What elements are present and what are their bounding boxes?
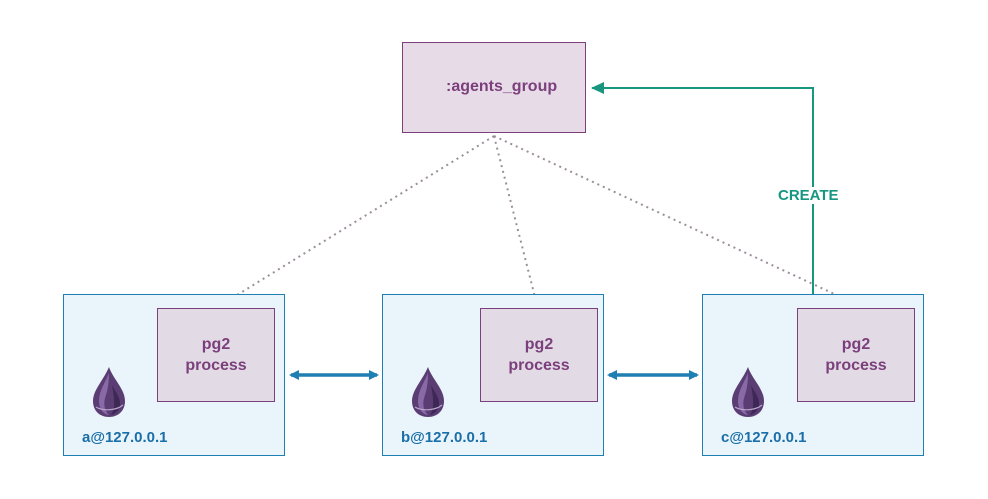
node-label: b@127.0.0.1 — [401, 429, 488, 446]
pg2-process-a[interactable]: pg2 process — [157, 308, 275, 402]
agents-group-box[interactable] — [402, 42, 586, 133]
membership-link-a — [220, 135, 495, 306]
node-label: a@127.0.0.1 — [82, 429, 168, 446]
pg2-process-b[interactable]: pg2 process — [480, 308, 598, 402]
create-arrow — [591, 82, 814, 296]
process-line1: pg2 — [841, 336, 871, 353]
pg2-process-c[interactable]: pg2 process — [797, 308, 915, 402]
elixir-drop-icon — [732, 367, 764, 417]
process-line1: pg2 — [201, 336, 231, 353]
membership-link-c — [493, 135, 859, 306]
membership-link-b — [493, 135, 538, 306]
elixir-drop-icon — [412, 367, 444, 417]
process-line2: process — [185, 357, 247, 374]
node-b[interactable]: pg2 process b@127.0.0.1 — [382, 294, 604, 456]
agents-group-label: :agents_group — [446, 78, 558, 95]
node-a[interactable]: pg2 process a@127.0.0.1 — [63, 294, 285, 456]
node-c[interactable]: pg2 process c@127.0.0.1 — [702, 294, 924, 456]
elixir-drop-icon — [93, 367, 125, 417]
node-label: c@127.0.0.1 — [721, 429, 807, 446]
create-label: CREATE — [777, 187, 840, 204]
process-line1: pg2 — [524, 336, 554, 353]
process-line2: process — [825, 357, 887, 374]
process-line2: process — [508, 357, 570, 374]
